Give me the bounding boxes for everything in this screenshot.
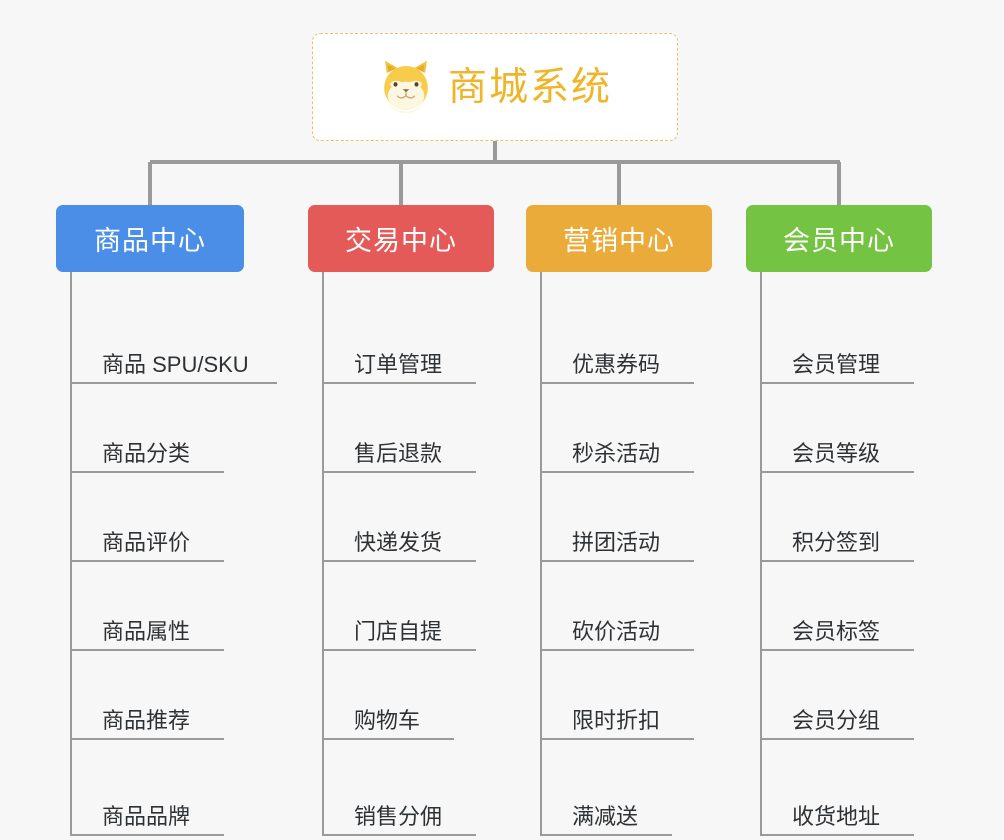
leaf-label: 砍价活动	[572, 618, 661, 644]
leaf-label: 门店自提	[354, 618, 443, 644]
leaf-label: 商品品牌	[102, 803, 191, 829]
leaf-label: 销售分佣	[354, 803, 443, 829]
leaf-underline	[324, 471, 476, 473]
leaf-underline	[542, 382, 694, 384]
leaf-underline	[762, 382, 914, 384]
leaf-label: 会员标签	[792, 618, 881, 644]
category-label-3: 会员中心	[783, 226, 895, 256]
list-item[interactable]: 会员等级	[762, 384, 932, 473]
list-item[interactable]: 售后退款	[324, 384, 494, 473]
list-item[interactable]: 快递发货	[324, 473, 494, 562]
leaf-underline	[762, 834, 914, 836]
list-item[interactable]: 商品评价	[72, 473, 244, 562]
leaf-underline	[542, 738, 694, 740]
category-label-1: 交易中心	[345, 226, 457, 256]
list-item[interactable]: 拼团活动	[542, 473, 712, 562]
leaf-label: 会员分组	[792, 707, 881, 733]
leaf-underline	[324, 382, 476, 384]
list-item[interactable]: 积分签到	[762, 473, 932, 562]
leaf-label: 订单管理	[354, 351, 443, 377]
leaf-underline	[762, 738, 914, 740]
root-node[interactable]: 商城系统	[312, 33, 678, 141]
leaf-underline	[324, 738, 454, 740]
list-item[interactable]: 会员管理	[762, 295, 932, 384]
leaf-underline	[324, 834, 476, 836]
leaf-underline	[762, 649, 914, 651]
list-item[interactable]: 商品分类	[72, 384, 244, 473]
leaf-label: 会员等级	[792, 440, 881, 466]
leaf-list-2: 优惠券码 秒杀活动 拼团活动 砍价活动 限时折扣	[540, 272, 712, 836]
leaf-label: 限时折扣	[572, 707, 661, 733]
leaf-label: 秒杀活动	[572, 440, 661, 466]
leaf-underline	[762, 471, 914, 473]
leaf-label: 售后退款	[354, 440, 443, 466]
shiba-dog-face-icon	[384, 60, 428, 114]
leaf-label: 商品评价	[102, 529, 191, 555]
category-box-2[interactable]: 营销中心	[526, 205, 712, 272]
leaf-label: 满减送	[572, 803, 639, 829]
leaf-underline	[542, 834, 672, 836]
leaf-underline	[542, 471, 694, 473]
category-box-1[interactable]: 交易中心	[308, 205, 494, 272]
column-marketing-center: 营销中心 优惠券码 秒杀活动 拼团活动 砍价活动	[526, 205, 712, 836]
leaf-label: 收货地址	[792, 803, 881, 829]
list-item[interactable]: 购物车	[324, 651, 494, 740]
category-label-0: 商品中心	[94, 226, 206, 256]
category-label-2: 营销中心	[563, 226, 675, 256]
category-box-0[interactable]: 商品中心	[56, 205, 244, 272]
list-item[interactable]: 优惠券码	[542, 295, 712, 384]
leaf-underline	[72, 649, 224, 651]
list-item[interactable]: 满减送	[542, 740, 712, 836]
leaf-underline	[762, 560, 914, 562]
leaf-label: 商品分类	[102, 440, 191, 466]
list-item[interactable]: 会员分组	[762, 651, 932, 740]
column-member-center: 会员中心 会员管理 会员等级 积分签到 会员标签	[746, 205, 932, 836]
category-box-3[interactable]: 会员中心	[746, 205, 932, 272]
list-item[interactable]: 商品属性	[72, 562, 244, 651]
leaf-label: 商品属性	[102, 618, 191, 644]
leaf-label: 会员管理	[792, 351, 881, 377]
leaf-label: 购物车	[354, 707, 421, 733]
leaf-underline	[72, 738, 224, 740]
leaf-list-0: 商品 SPU/SKU 商品分类 商品评价 商品属性 商品推荐	[70, 272, 277, 836]
leaf-underline	[324, 560, 476, 562]
leaf-label: 商品 SPU/SKU	[102, 351, 249, 377]
list-item[interactable]: 秒杀活动	[542, 384, 712, 473]
leaf-underline	[72, 834, 224, 836]
list-item[interactable]: 商品推荐	[72, 651, 244, 740]
list-item[interactable]: 销售分佣	[324, 740, 494, 836]
leaf-label: 快递发货	[354, 529, 443, 555]
category-columns: 商品中心 商品 SPU/SKU 商品分类 商品评价 商品属性	[0, 205, 1004, 840]
leaf-list-1: 订单管理 售后退款 快递发货 门店自提 购物车	[322, 272, 494, 836]
root-title: 商城系统	[447, 65, 612, 109]
leaf-label: 积分签到	[792, 529, 881, 555]
column-product-center: 商品中心 商品 SPU/SKU 商品分类 商品评价 商品属性	[56, 205, 277, 836]
leaf-list-3: 会员管理 会员等级 积分签到 会员标签 会员分组	[760, 272, 932, 836]
list-item[interactable]: 商品 SPU/SKU	[72, 295, 277, 384]
list-item[interactable]: 会员标签	[762, 562, 932, 651]
leaf-label: 商品推荐	[102, 707, 191, 733]
leaf-label: 优惠券码	[572, 351, 661, 377]
list-item[interactable]: 商品品牌	[72, 740, 244, 836]
leaf-underline	[542, 649, 694, 651]
list-item[interactable]: 砍价活动	[542, 562, 712, 651]
leaf-underline	[72, 560, 224, 562]
leaf-underline	[72, 382, 277, 384]
column-trade-center: 交易中心 订单管理 售后退款 快递发货 门店自提	[308, 205, 494, 836]
list-item[interactable]: 门店自提	[324, 562, 494, 651]
leaf-underline	[542, 560, 694, 562]
list-item[interactable]: 限时折扣	[542, 651, 712, 740]
list-item[interactable]: 收货地址	[762, 740, 932, 836]
list-item[interactable]: 订单管理	[324, 295, 494, 384]
leaf-underline	[72, 471, 224, 473]
leaf-underline	[324, 649, 476, 651]
leaf-label: 拼团活动	[572, 529, 661, 555]
